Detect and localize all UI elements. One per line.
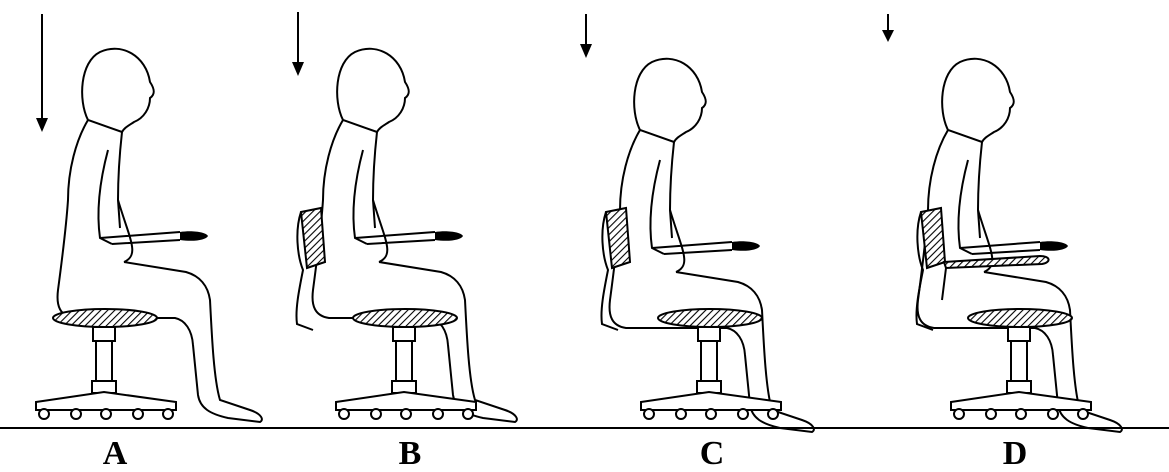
- seated-person-b: [313, 49, 517, 422]
- seated-person-a: [58, 49, 262, 422]
- stool-a: [36, 309, 176, 419]
- panel-b-figure: [292, 12, 517, 422]
- backrest-c: [601, 208, 630, 330]
- armrest-d: [942, 256, 1049, 300]
- panel-label-a: A: [85, 436, 145, 472]
- chair-c: [641, 309, 781, 419]
- panel-c-figure: [580, 14, 814, 432]
- chair-b: [336, 309, 476, 419]
- panel-label-d: D: [985, 436, 1045, 472]
- backrest-d: [916, 208, 945, 330]
- panel-label-c: C: [682, 436, 742, 472]
- panel-label-b: B: [380, 436, 440, 472]
- panel-d-figure: [882, 14, 1122, 432]
- backrest-b: [296, 208, 325, 330]
- panel-a-figure: [36, 14, 262, 422]
